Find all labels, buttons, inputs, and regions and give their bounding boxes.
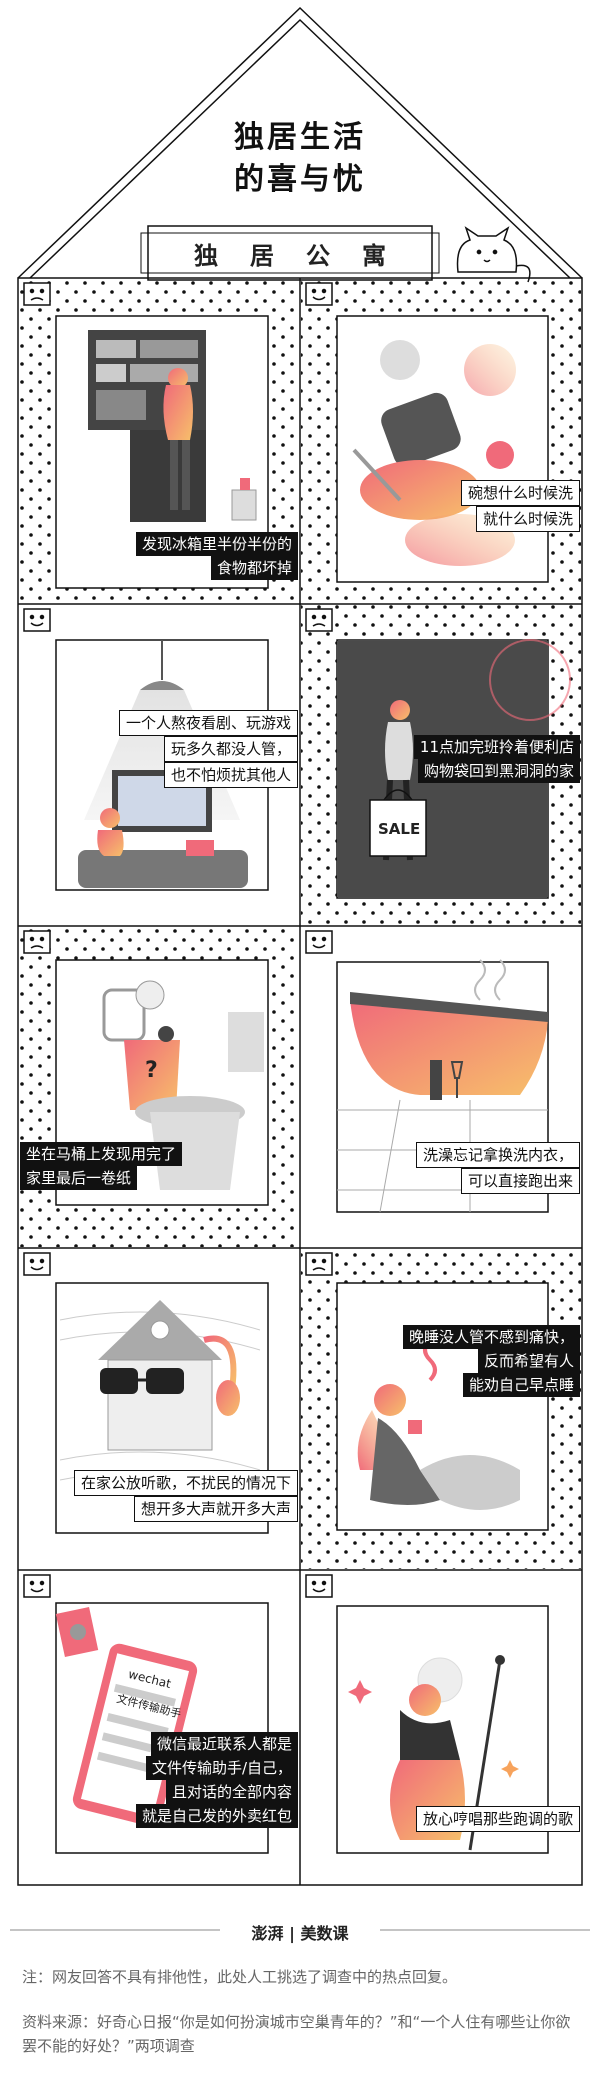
caption-line: 放心哼唱那些跑调的歌 xyxy=(415,1806,580,1832)
singer-illustration xyxy=(348,1655,519,1851)
sign-char: 居 xyxy=(250,241,274,270)
fridge-illustration xyxy=(88,330,257,522)
sign-char: 寓 xyxy=(362,241,386,270)
caption-line: 晚睡没人管不感到痛快， xyxy=(402,1325,580,1349)
page-title-line2: 的喜与忧 xyxy=(234,162,366,197)
caption-line: 反而希望有人 xyxy=(477,1349,580,1373)
sad-face-icon xyxy=(305,608,333,632)
caption-line: 文件传输助手/自己， xyxy=(145,1756,298,1780)
sign-board xyxy=(147,225,433,281)
caption-line: 发现冰箱里半份半份的 xyxy=(135,532,298,556)
sign-text: 独 居 公 寓 xyxy=(148,226,432,280)
caption-line: 玩多久都没人管， xyxy=(163,736,298,762)
panel-10-caption: 放心哼唱那些跑调的歌 xyxy=(415,1806,580,1832)
happy-face-icon xyxy=(23,1574,51,1598)
happy-face-icon xyxy=(305,282,333,306)
panel-4-caption: 11点加完班拎着便利店 购物袋回到黑洞洞的家 xyxy=(413,735,580,783)
sad-face-icon xyxy=(305,1252,333,1276)
caption-line: 也不怕烦扰其他人 xyxy=(163,762,298,788)
happy-face-icon xyxy=(23,608,51,632)
picture-frames xyxy=(55,315,549,1854)
caption-line: 就什么时候洗 xyxy=(475,506,580,532)
source-note: 资料来源：好奇心日报“你是如何扮演城市空巢青年的？”和“一个人住有哪些让你欲罢不… xyxy=(22,2013,571,2055)
caption-line: 就是自己发的外卖红包 xyxy=(135,1804,298,1828)
wallpaper xyxy=(19,279,581,1569)
sign-char: 公 xyxy=(306,241,330,270)
panel-2-caption: 碗想什么时候洗 就什么时候洗 xyxy=(460,480,580,532)
caption-line: 在家公放听歌，不扰民的情况下 xyxy=(73,1470,298,1496)
caption-line: 想开多大声就开多大声 xyxy=(133,1496,298,1522)
roof xyxy=(17,6,583,279)
sad-face-icon xyxy=(23,930,51,954)
dishes-illustration xyxy=(352,340,516,566)
caption-line: 坐在马桶上发现用完了 xyxy=(20,1142,183,1166)
page-title-line1: 独居生活 xyxy=(234,120,366,155)
caption-line: 微信最近联系人都是 xyxy=(150,1732,298,1756)
happy-face-icon xyxy=(305,1574,333,1598)
caption-line: 家里最后一卷纸 xyxy=(20,1166,138,1190)
caption-line: 可以直接跑出来 xyxy=(460,1168,580,1194)
panel-3-caption: 一个人熬夜看剧、玩游戏 玩多久都没人管， 也不怕烦扰其他人 xyxy=(118,710,298,788)
caption-line: 一个人熬夜看剧、玩游戏 xyxy=(118,710,298,736)
brand-logo: 澎湃 | 美数课 xyxy=(251,1924,349,1943)
caption-line: 且对话的全部内容 xyxy=(165,1780,298,1804)
panel-1-caption: 发现冰箱里半份半份的 食物都坏掉 xyxy=(135,532,298,580)
toilet-illustration xyxy=(102,980,264,1190)
panel-8-caption: 晚睡没人管不感到痛快， 反而希望有人 能劝自己早点睡 xyxy=(402,1325,580,1397)
caption-line: 购物袋回到黑洞洞的家 xyxy=(417,759,580,783)
house-headphones-illustration xyxy=(59,1300,261,1491)
happy-face-icon xyxy=(305,930,333,954)
caption-line: 11点加完班拎着便利店 xyxy=(413,735,580,759)
caption-line: 食物都坏掉 xyxy=(210,556,298,580)
sad-face-icon xyxy=(23,282,51,306)
panel-7-caption: 在家公放听歌，不扰民的情况下 想开多大声就开多大声 xyxy=(73,1470,298,1522)
cat-icon xyxy=(456,226,531,283)
caption-line: 能劝自己早点睡 xyxy=(462,1373,580,1397)
panel-9-caption: 微信最近联系人都是 文件传输助手/自己， 且对话的全部内容 就是自己发的外卖红包 xyxy=(135,1732,298,1828)
question-mark: ? xyxy=(145,1058,158,1083)
sale-bag-label: SALE xyxy=(378,820,421,838)
caption-line: 碗想什么时候洗 xyxy=(460,480,580,506)
sign-char: 独 xyxy=(194,241,218,270)
happy-face-icon xyxy=(23,1252,51,1276)
panel-6-caption: 洗澡忘记拿换洗内衣， 可以直接跑出来 xyxy=(415,1142,580,1194)
panel-5-caption: 坐在马桶上发现用完了 家里最后一卷纸 xyxy=(20,1142,183,1190)
caption-line: 洗澡忘记拿换洗内衣， xyxy=(415,1142,580,1168)
footnote: 注：网友回答不具有排他性，此处人工挑选了调查中的热点回复。 xyxy=(22,1968,458,1986)
late-night-illustration xyxy=(357,1338,520,1510)
